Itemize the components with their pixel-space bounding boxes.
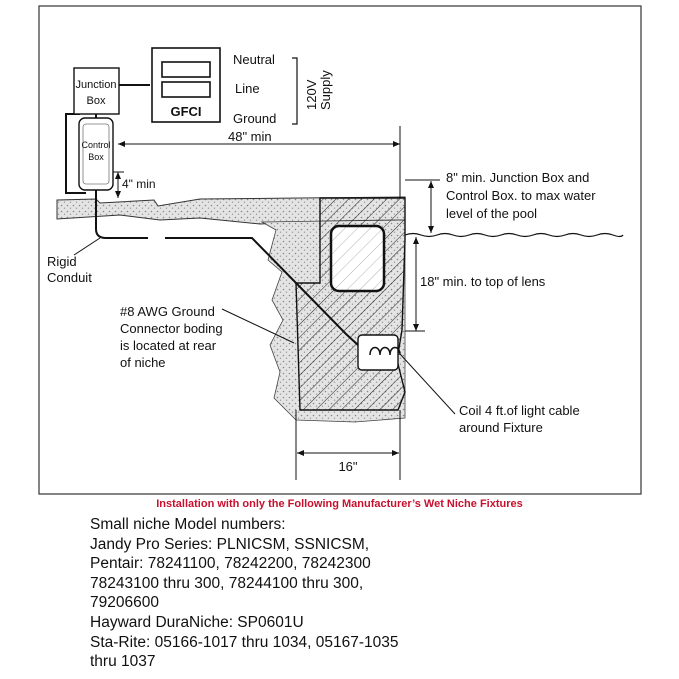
ground-connector-note: #8 AWG Ground Connector boding is locate… bbox=[120, 304, 226, 370]
dim-4-label: 4" min bbox=[122, 177, 156, 191]
control-box bbox=[78, 117, 114, 191]
supply-bracket bbox=[292, 57, 298, 125]
rigid-conduit-line bbox=[95, 187, 359, 346]
junction-box bbox=[73, 67, 120, 115]
cable-coil-icon bbox=[369, 346, 401, 356]
model-line: Jandy Pro Series: PLNICSM, SSNICSM, bbox=[90, 535, 370, 553]
model-numbers-list: Small niche Model numbers: Jandy Pro Seri… bbox=[90, 515, 650, 672]
coil-leader bbox=[399, 353, 456, 415]
neutral-label: Neutral bbox=[233, 52, 275, 67]
gfci-outlet-top bbox=[161, 61, 211, 78]
water-level-line bbox=[404, 232, 624, 238]
control-box-label-line2: Box bbox=[88, 152, 104, 162]
supply-voltage-label: 120V Supply bbox=[304, 70, 333, 110]
junction-box-label-line2: Box bbox=[87, 95, 106, 107]
installation-diagram: Junction Box Control Box GFCI Neutral Li… bbox=[38, 5, 642, 495]
dim-16-label: 16" bbox=[338, 459, 357, 474]
light-fixture bbox=[357, 334, 399, 371]
diagram-frame bbox=[38, 5, 642, 495]
rigid-conduit-label: Rigid Conduit bbox=[47, 254, 92, 285]
ground-label: Ground bbox=[233, 111, 276, 126]
ground-connector-leader bbox=[221, 308, 295, 344]
model-line: 78243100 thru 300, 78244100 thru 300, bbox=[90, 574, 364, 592]
coil-note: Coil 4 ft.of light cable around Fixture bbox=[459, 403, 583, 435]
junction-box-label-line1: Junction bbox=[76, 79, 117, 91]
line-label: Line bbox=[235, 81, 260, 96]
dim-48-label: 48" min bbox=[228, 129, 272, 144]
fixtures-heading: Installation with only the Following Man… bbox=[156, 498, 523, 510]
model-line: thru 1037 bbox=[90, 653, 156, 671]
rigid-conduit-leader bbox=[73, 237, 101, 256]
model-line: Sta-Rite: 05166-1017 thru 1034, 05167-10… bbox=[90, 633, 399, 651]
control-box-label-line1: Control bbox=[81, 140, 110, 150]
gfci-label: GFCI bbox=[170, 104, 201, 119]
model-line: 79206600 bbox=[90, 594, 159, 612]
junction-distance-note: 8" min. Junction Box and Control Box. to… bbox=[446, 170, 599, 221]
lens-distance-note: 18" min. to top of lens bbox=[420, 274, 546, 289]
model-line: Pentair: 78241100, 78242200, 78242300 bbox=[90, 555, 371, 573]
ground-wire bbox=[65, 113, 86, 194]
model-line: Small niche Model numbers: bbox=[90, 516, 286, 533]
model-line: Hayward DuraNiche: SP0601U bbox=[90, 613, 304, 631]
gfci-outlet-bottom bbox=[161, 81, 211, 98]
